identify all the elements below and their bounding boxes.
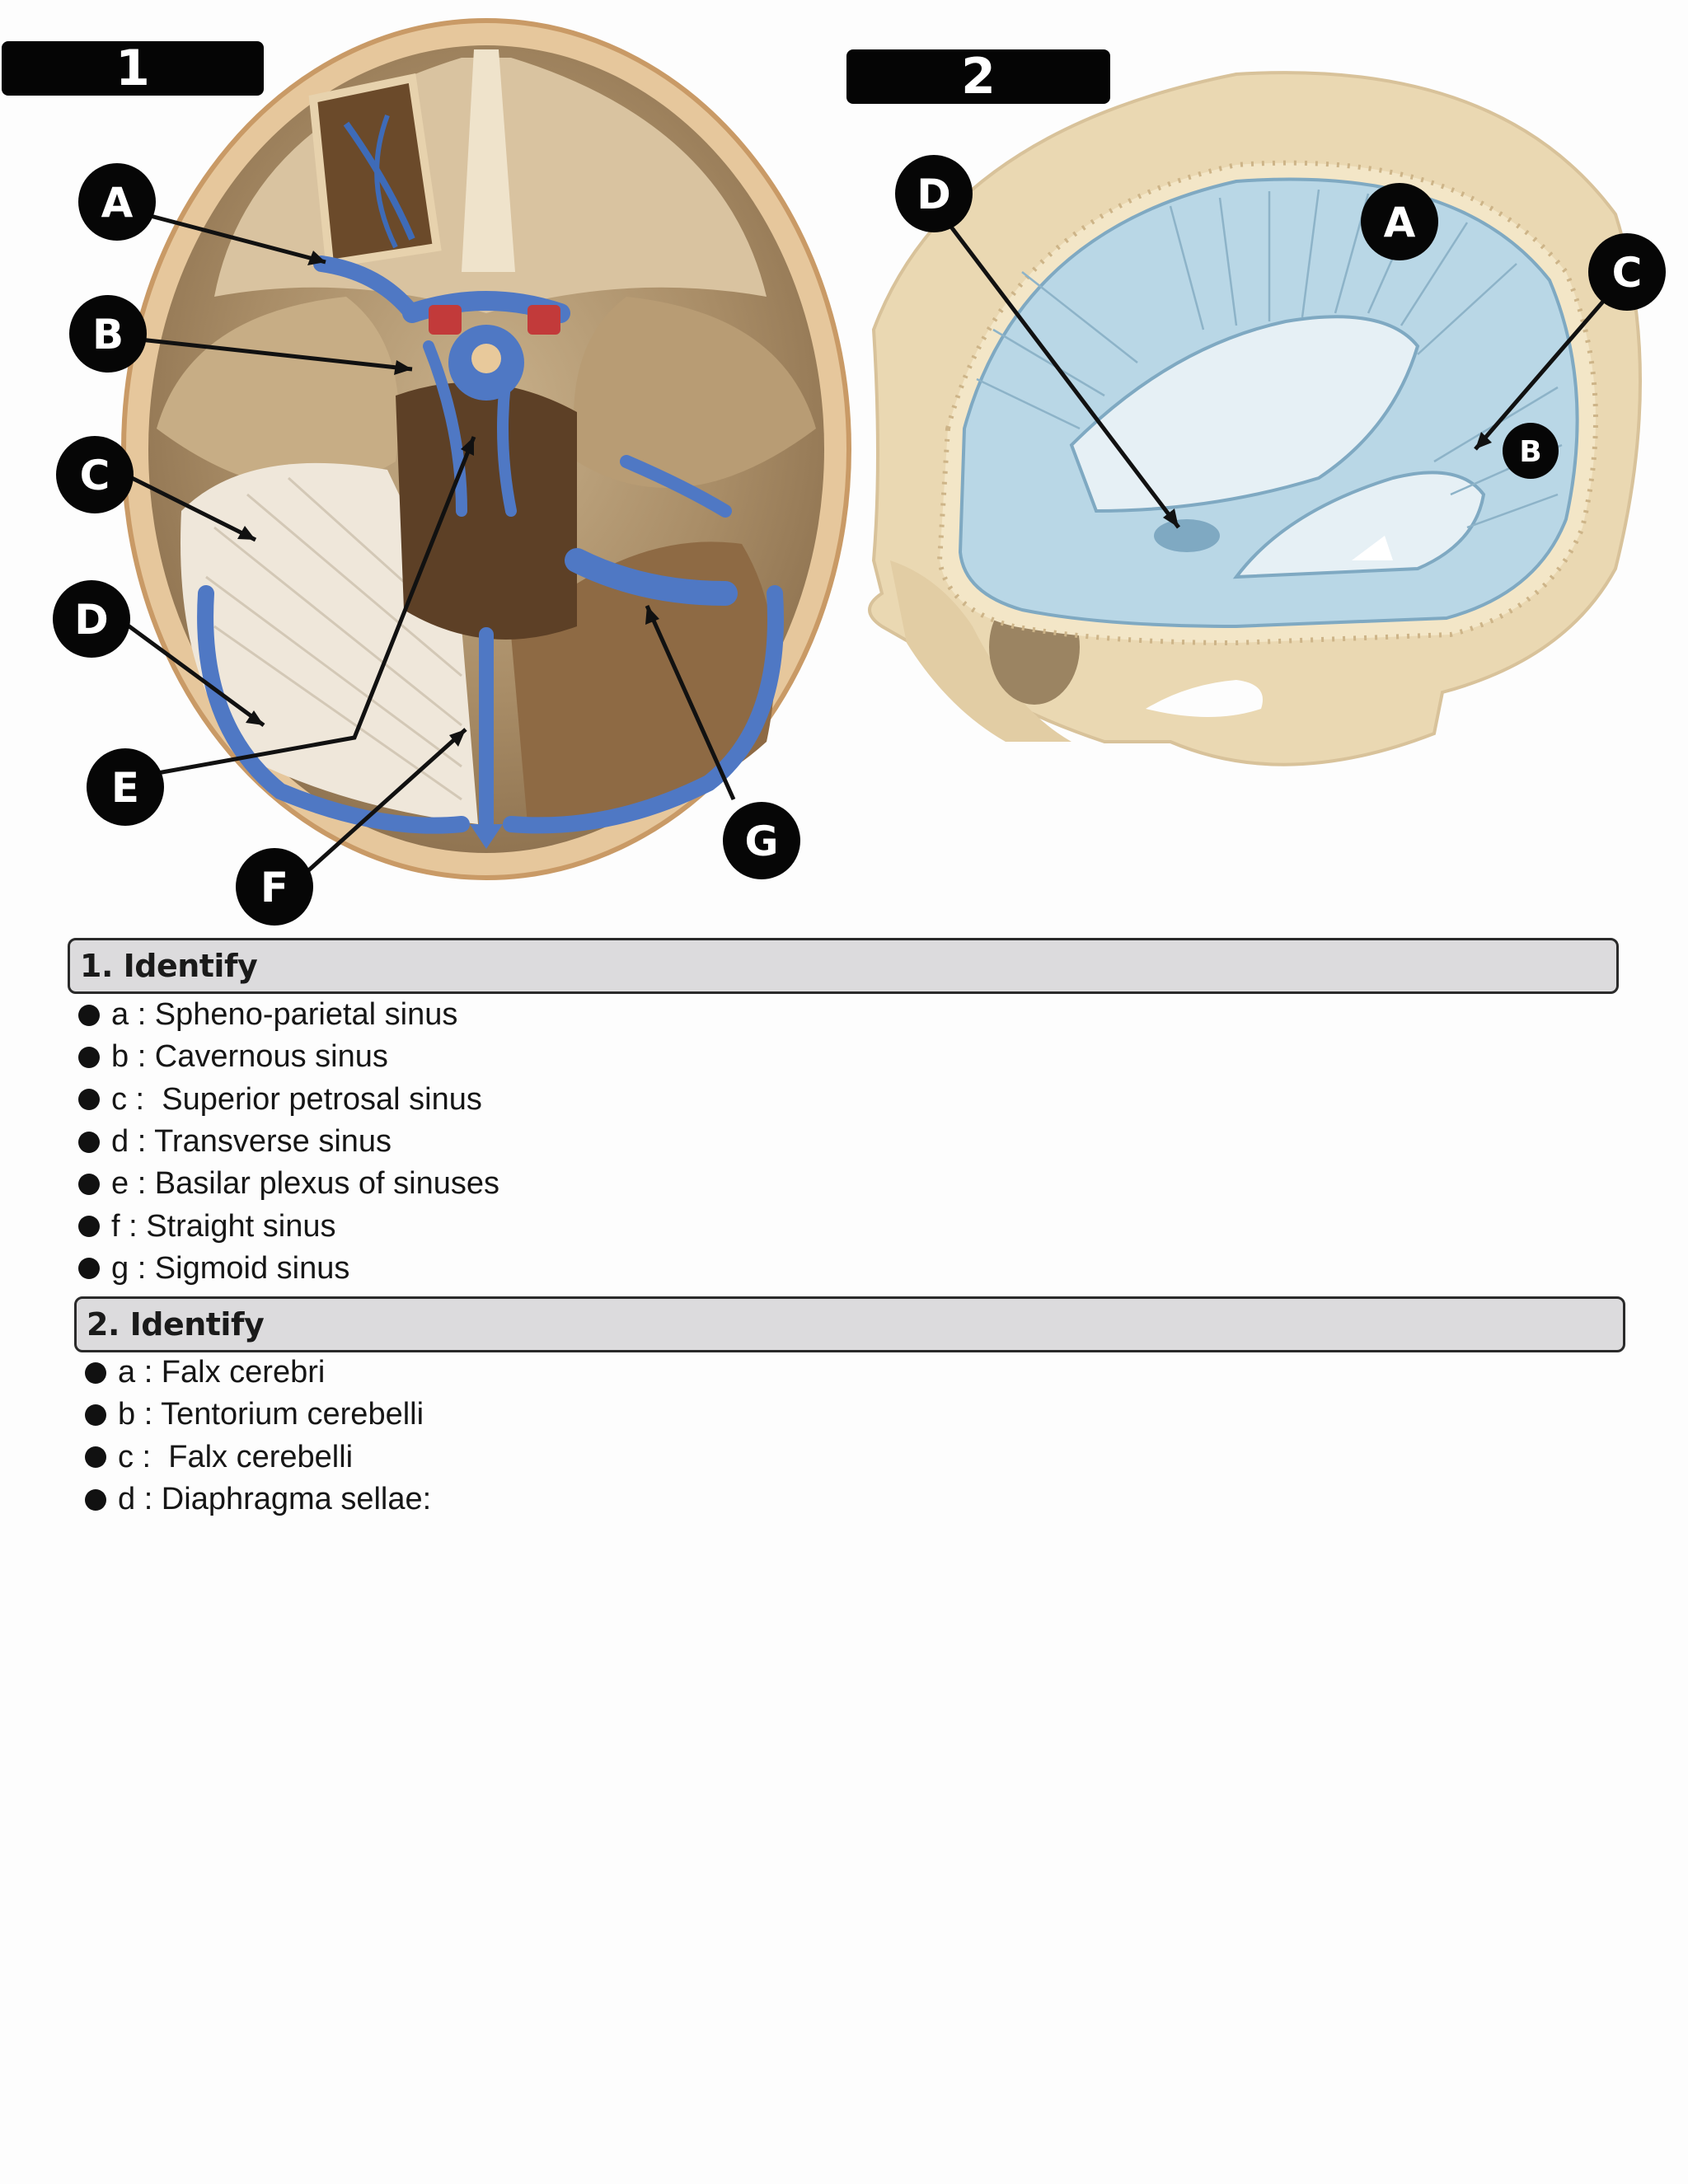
callout-g-label: G [744,818,778,865]
callout-g [723,802,800,879]
callout-f-label: F [260,864,288,912]
bullet-icon [85,1361,106,1384]
list-item: c : Falx cerebelli [85,1436,431,1479]
figure-2-number: 2 [961,48,996,105]
list-item: a : Spheno-parietal sinus [78,994,499,1036]
list-item: f : Straight sinus [78,1205,499,1247]
callout-e-label: E [111,764,139,812]
list-item: d : Transverse sinus [78,1121,499,1163]
callout-c [1588,233,1666,311]
section-2-header: 2. Identify [74,1296,1625,1352]
bullet-icon [85,1488,106,1511]
callout-d [53,580,130,658]
callout-b-label: B [1519,435,1541,469]
section-1-header: 1. Identify [68,938,1619,994]
list-item: g : Sigmoid sinus [78,1248,499,1290]
bullet-icon [78,1173,100,1195]
list-item: d : Diaphragma sellae: [85,1479,431,1521]
bullet-icon [78,1131,100,1153]
answer-text: c : Falx cerebelli [118,1439,354,1474]
bullet-icon [78,1046,100,1068]
answer-text: a : Spheno-parietal sinus [111,997,458,1033]
figure-1-cranial-base-illustration: A B C D E F G [53,18,851,926]
callout-d [895,155,973,232]
figure-2-tab: 2 [846,48,1110,105]
callout-a [78,163,156,241]
answer-text: b : Tentorium cerebelli [118,1397,424,1432]
figure-2-callouts [895,155,1666,479]
answer-text: a : Falx cerebri [118,1355,326,1390]
section-1-answer-list: a : Spheno-parietal sinus b : Cavernous … [78,994,499,1290]
callout-b-label: B [92,311,124,359]
section-2-answer-list: a : Falx cerebri b : Tentorium cerebelli… [85,1352,431,1521]
answer-text: f : Straight sinus [111,1208,336,1244]
answer-text: g : Sigmoid sinus [111,1250,350,1286]
callout-d-label: D [74,596,109,644]
section-2-title: 2. Identify [87,1306,265,1343]
answer-text: d : Diaphragma sellae: [118,1482,432,1517]
callout-c-label: C [80,452,110,499]
list-item: b : Cavernous sinus [78,1036,499,1078]
answer-text: c : Superior petrosal sinus [111,1081,482,1117]
bullet-icon [78,1258,100,1280]
callout-e [87,748,164,826]
callout-c-label: C [1612,249,1643,297]
callout-c [56,436,134,513]
answer-text: b : Cavernous sinus [111,1039,388,1075]
list-item: e : Basilar plexus of sinuses [78,1163,499,1205]
bullet-icon [78,1216,100,1238]
answer-text: e : Basilar plexus of sinuses [111,1166,500,1202]
bullet-icon [85,1404,106,1426]
callout-d-label: D [917,171,951,218]
list-item: b : Tentorium cerebelli [85,1394,431,1436]
list-item: a : Falx cerebri [85,1352,431,1394]
figure-1-tab: 1 [2,40,264,97]
bullet-icon [85,1446,106,1469]
callout-f [236,848,313,926]
callout-b [69,295,147,373]
figure-2-dural-folds-illustration: D A C B [868,71,1666,766]
answer-text: d : Transverse sinus [111,1124,392,1160]
callout-b [1503,423,1559,479]
figure-1-number: 1 [115,40,150,97]
bullet-icon [78,1089,100,1111]
figure-1-callouts [53,163,800,926]
bullet-icon [78,1004,100,1026]
callout-a-label: A [101,179,134,227]
callout-a [1361,183,1438,260]
list-item: c : Superior petrosal sinus [78,1079,499,1121]
section-1-title: 1. Identify [80,948,258,984]
callout-a-label: A [1384,199,1416,246]
